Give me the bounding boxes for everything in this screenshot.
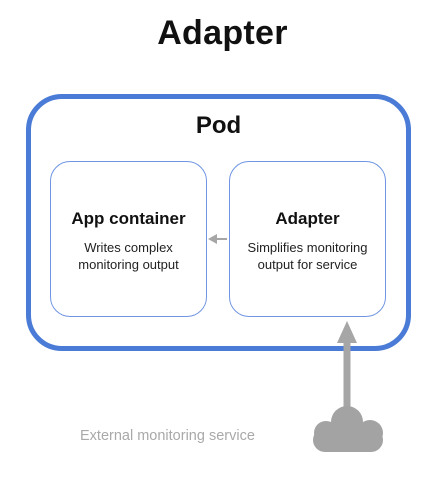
- adapter-container-description: Simplifies monitoring output for service: [229, 239, 386, 273]
- app-container-description-line: monitoring output: [78, 257, 179, 272]
- pod-boundary: [26, 94, 411, 351]
- external-monitoring-service-label: External monitoring service: [80, 428, 255, 444]
- pod-label: Pod: [195, 112, 242, 139]
- app-container-description-line: Writes complex: [84, 240, 173, 255]
- diagram-title: Adapter: [157, 14, 288, 52]
- adapter-container-title: Adapter: [275, 209, 340, 228]
- app-container-description: Writes complex monitoring output: [50, 239, 207, 273]
- adapter-container-box: [229, 161, 386, 317]
- app-container-title: App container: [71, 209, 186, 228]
- app-container-box: [50, 161, 207, 317]
- adapter-container-description-line: output for service: [257, 257, 358, 272]
- cloud-icon: [313, 406, 383, 452]
- adapter-container-description-line: Simplifies monitoring: [247, 240, 368, 255]
